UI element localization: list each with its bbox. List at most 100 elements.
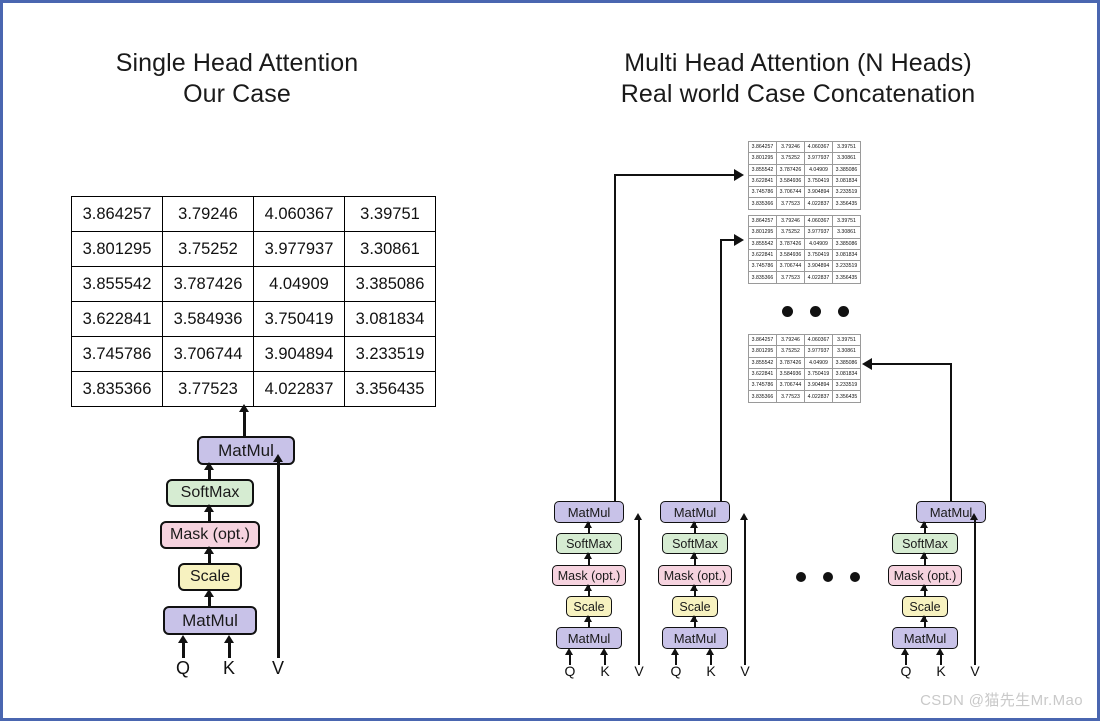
matrix-cell: 3.750419 [804,174,833,188]
matrix-cell: 3.584936 [776,367,805,381]
ellipsis-dot [823,572,833,582]
head2-k-line [710,653,713,665]
matrix-cell: 3.801295 [748,226,777,239]
left-mask-box[interactable]: Mask (opt.) [160,521,260,549]
headn-mask-box[interactable]: Mask (opt.) [888,565,962,586]
headn-scale-label: Scale [909,599,941,614]
left-mask-label: Mask (opt.) [169,526,250,543]
matrix-cell: 4.022837 [804,197,833,210]
matrix-cell: 3.745786 [748,260,777,273]
right-panel-title: Multi Head Attention (N Heads) Real worl… [620,49,976,108]
matrix-cell: 3.904894 [253,336,345,372]
head2-matmul-top-box[interactable]: MatMul [660,501,730,523]
headn-matmul-bottom-label: MatMul [903,630,947,646]
head1-mask-box[interactable]: Mask (opt.) [552,565,626,586]
head2-matmul-line [694,617,697,628]
matrix-cell: 3.79246 [776,214,805,228]
head2-scale-line [694,586,697,597]
headn-softmax-box[interactable]: SoftMax [892,533,958,554]
matrix-cell: 3.39751 [344,196,436,232]
head1-k-arrow-icon [600,648,608,655]
matrix-cell: 3.706744 [776,260,805,273]
matrix-cell: 3.622841 [748,174,777,188]
matrix-cell: 3.30861 [832,345,861,358]
matrix-cell: 3.801295 [748,152,777,165]
matrix-cell: 3.706744 [162,336,254,372]
left-matmul-bottom-box[interactable]: MatMul [163,606,257,635]
ellipsis-dot [838,306,849,317]
matrix-cell: 3.801295 [748,345,777,358]
matrix-cell: 4.04909 [804,356,833,369]
headn-scale-box[interactable]: Scale [902,596,948,617]
head1-softmax-box[interactable]: SoftMax [556,533,622,554]
head2-k-arrow-icon [706,648,714,655]
head1-q-arrow-icon [565,648,573,655]
matrix-ellipsis [782,306,849,317]
ellipsis-dot [850,572,860,582]
head1-matmul-top-label: MatMul [567,504,611,520]
left-mask-to-softmax-arrow-icon [204,504,214,512]
matrix-cell: 3.622841 [748,367,777,381]
head1-matmul-bottom-box[interactable]: MatMul [556,627,622,649]
left-panel-title: Single Head Attention Our Case [115,49,359,108]
head1-connector-vertical [614,174,617,504]
matrix-cell: 3.77523 [162,371,254,407]
matrix-cell: 3.864257 [71,196,163,232]
matrix-cell: 3.750419 [804,248,833,262]
left-scale-to-mask-line [208,549,211,564]
head1-q-label: Q [564,663,576,679]
matrix-cell: 3.835366 [748,197,777,210]
left-output-arrow-icon [239,404,249,412]
matrix-cell: 3.864257 [748,140,777,154]
matrix-cell: 3.233519 [832,186,861,199]
left-q-arrow-icon [178,635,188,643]
headn-matmul-top-box[interactable]: MatMul [916,501,986,523]
head2-connector-vertical [720,239,723,504]
left-matmul-top-box[interactable]: MatMul [197,436,295,465]
headn-softmax-label: SoftMax [902,536,948,551]
headn-k-arrow-icon [936,648,944,655]
head1-softmax-arrow-icon [584,521,592,528]
left-softmax-to-matmul-arrow-icon [204,462,214,470]
head2-scale-box[interactable]: Scale [672,596,718,617]
headn-q-arrow-icon [901,648,909,655]
headn-q-label: Q [900,663,912,679]
matrix-cell: 3.904894 [804,379,833,392]
head2-mask-box[interactable]: Mask (opt.) [658,565,732,586]
matrix-cell: 3.356435 [344,371,436,407]
head2-softmax-line [694,523,697,534]
head2-q-label: Q [670,663,682,679]
head1-v-arrow-icon [634,513,642,520]
head1-scale-box[interactable]: Scale [566,596,612,617]
matrix-cell: 3.977937 [804,152,833,165]
head2-connector-arrow-icon [734,234,744,246]
matrix-cell: 3.30861 [832,152,861,165]
matrix-cell: 3.977937 [804,226,833,239]
head1-q-line [569,653,572,665]
headn-v-label: V [970,663,980,679]
matrix-cell: 3.584936 [776,174,805,188]
head2-v-arrow-icon [740,513,748,520]
matrix-cell: 3.30861 [344,231,436,267]
head2-softmax-box[interactable]: SoftMax [662,533,728,554]
left-softmax-box[interactable]: SoftMax [166,479,254,507]
matrix-cell: 3.79246 [776,333,805,347]
headn-matmul-top-label: MatMul [929,504,973,520]
matrix-cell: 4.022837 [804,271,833,284]
head1-matmul-top-box[interactable]: MatMul [554,501,624,523]
head2-matmul-bottom-box[interactable]: MatMul [662,627,728,649]
matrix-cell: 3.977937 [804,345,833,358]
head1-scale-label: Scale [573,599,605,614]
headn-matmul-bottom-box[interactable]: MatMul [892,627,958,649]
matrix-cell: 3.864257 [748,333,777,347]
left-scale-box[interactable]: Scale [178,563,242,591]
